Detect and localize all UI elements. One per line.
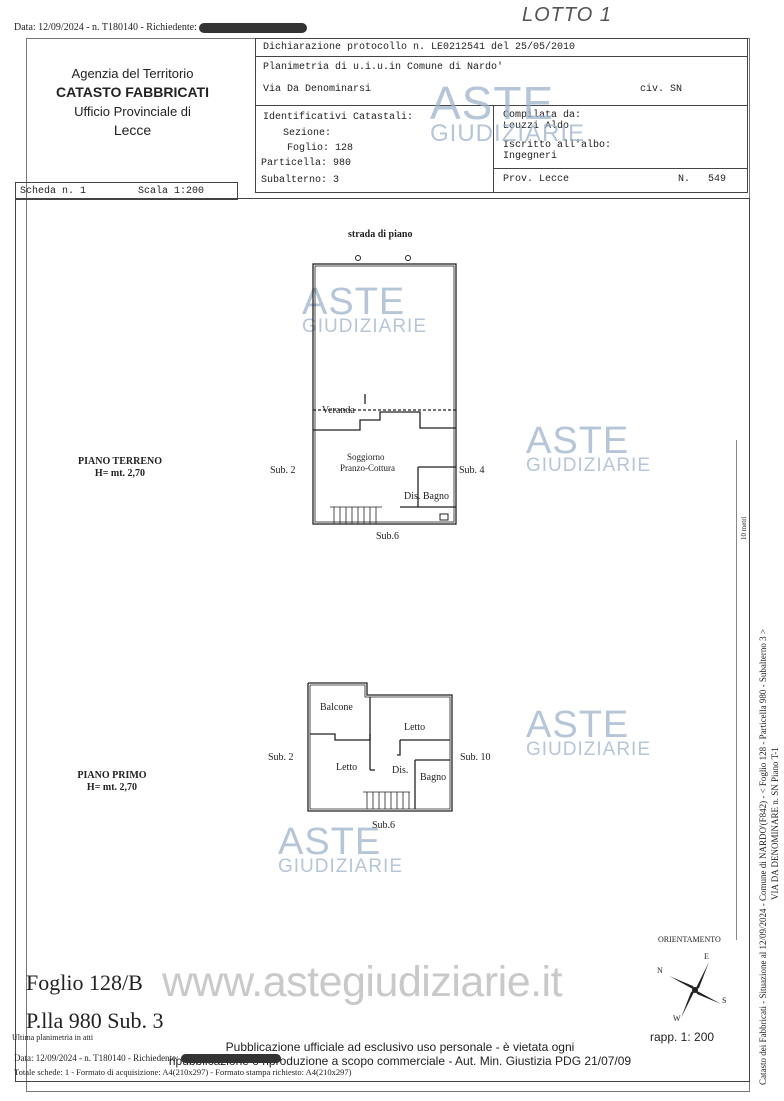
room-bagno: Bagno [420, 772, 447, 783]
compilata-name: Leuzzi Aldo [503, 121, 570, 132]
primo-title: PIANO PRIMO [77, 770, 147, 781]
declaration-box [255, 38, 748, 193]
ground-sub2: Sub. 2 [270, 465, 296, 476]
terreno-height: H= mt. 2,70 [94, 468, 146, 479]
watermark-plan-2: ASTE GIUDIZIARIE [526, 422, 651, 475]
footer-date-line: Data: 12/09/2024 - n. T180140 - Richiede… [14, 1053, 281, 1064]
orientamento-label: ORIENTAMENTO [658, 935, 721, 944]
wm-giud-4: GIUDIZIARIE [526, 739, 652, 760]
wm-aste-1: ASTE [430, 77, 555, 129]
strada-label: strada di piano [348, 229, 413, 240]
room-dis: Dis. [392, 765, 409, 776]
protocollo-text: Dichiarazione protocollo n. LE0212541 de… [263, 42, 576, 53]
side-text-1: Catasto dei Fabbricati - Situazione al 1… [758, 629, 768, 1085]
ground-sub4: Sub. 4 [459, 465, 485, 476]
piano-terreno-label: PIANO TERRENO H= mt. 2,70 [60, 456, 180, 480]
scala-label: Scala 1:200 [138, 186, 205, 197]
scheda-label: Scheda n. 1 [20, 186, 87, 197]
ufficio-label: Ufficio Provinciale di [74, 104, 191, 119]
compass-s: S [722, 996, 727, 1005]
rapp-scale: rapp. 1: 200 [650, 1030, 715, 1044]
room-disbagno: Dis. Bagno [404, 491, 449, 502]
side-small: 10 metri [740, 516, 748, 540]
via-text: Via Da Denominarsi [263, 84, 372, 95]
room-balcone: Balcone [320, 702, 353, 713]
agency-name: Agenzia del Territorio [71, 66, 194, 81]
first-sub10: Sub. 10 [460, 752, 491, 763]
side-rule [736, 440, 737, 940]
publication-notice: Pubblicazione ufficiale ad esclusivo uso… [160, 1040, 640, 1068]
wm-giud-2: GIUDIZIARIE [302, 316, 428, 337]
wm-aste-3: ASTE [526, 420, 630, 462]
agency-block: Agenzia del Territorio CATASTO FABBRICAT… [40, 64, 225, 140]
wm-giud-5: GIUDIZIARIE [278, 856, 404, 877]
side-text-2: VIA DA DENOMINARE n. SN Piano T-1 [770, 747, 780, 900]
foglio-text: Foglio: 128 [287, 143, 354, 154]
watermark-plan-1: ASTE GIUDIZIARIE [302, 283, 427, 336]
footer-date-text: Data: 12/09/2024 - n. T180140 - Richiede… [14, 1053, 179, 1063]
ident-title: Identificativi Catastali: [263, 112, 414, 123]
watermark-plan-3: ASTE GIUDIZIARIE [526, 706, 651, 759]
ground-floor-plan [312, 255, 457, 525]
scheda-box [15, 182, 238, 200]
compass-rose-icon [669, 962, 721, 1018]
decl-rule-2 [255, 105, 747, 106]
catasto-title: CATASTO FABBRICATI [56, 84, 209, 100]
compass-w: W [673, 1014, 681, 1023]
first-sub6: Sub.6 [372, 820, 396, 831]
subalterno-text: Subalterno: 3 [261, 175, 340, 186]
iscritto-label: Iscritto all'albo: [503, 140, 612, 151]
top-date-line: Data: 12/09/2024 - n. T180140 - Richiede… [14, 22, 308, 33]
footer-foglio: Foglio 128/B [26, 970, 143, 995]
publication-line-2: ripubblicazione o riproduzione a scopo c… [168, 1054, 632, 1068]
compass-e: E [704, 952, 709, 961]
decl-divider [493, 105, 494, 192]
compilata-label: Compilata da: [503, 110, 582, 121]
primo-height: H= mt. 2,70 [86, 782, 138, 793]
site-watermark: www.astegiudiziarie.it [162, 958, 563, 1006]
civ-text: civ. SN [640, 84, 683, 95]
room-letto-1: Letto [404, 722, 426, 733]
compass-n: N [657, 966, 663, 975]
wm-aste-5: ASTE [278, 821, 382, 863]
planimetria-text: Planimetria di u.i.u.in Comune di Nardo' [263, 62, 504, 73]
watermark-plan-4: ASTE GIUDIZIARIE [278, 823, 403, 876]
piano-primo-label: PIANO PRIMO H= mt. 2,70 [52, 770, 172, 794]
wm-giud-1: GIUDIZIARIE [430, 120, 586, 147]
room-veranda: Veranda [322, 405, 355, 416]
footer-redacted [180, 1054, 281, 1064]
wm-giud-3: GIUDIZIARIE [526, 455, 652, 476]
footer-plla: P.lla 980 Sub. 3 [26, 1008, 164, 1033]
decl-rule-1 [255, 56, 747, 57]
first-sub2: Sub. 2 [268, 752, 294, 763]
first-floor-plan [307, 682, 453, 812]
footer-ultima: Ultima planimetria in atti [12, 1033, 94, 1042]
decl-rule-3 [493, 168, 747, 169]
sezione-text: Sezione: [283, 128, 332, 139]
wm-aste-4: ASTE [526, 704, 630, 746]
iscritto-value: Ingegneri [503, 151, 558, 162]
n-value: 549 [708, 174, 727, 185]
footer-totale: Totale schede: 1 - Formato di acquisizio… [14, 1067, 352, 1077]
watermark-header: ASTE GIUDIZIARIE [430, 80, 585, 146]
particella-text: Particella: 980 [261, 158, 352, 169]
room-letto-2: Letto [336, 762, 358, 773]
handwritten-lotto: LOTTO 1 [522, 4, 612, 26]
room-pranzo: Pranzo-Cottura [340, 463, 395, 473]
drawing-frame [15, 198, 750, 1082]
ground-sub6: Sub.6 [376, 531, 400, 542]
wm-aste-2: ASTE [302, 281, 406, 323]
room-soggiorno: Soggiorno [347, 452, 385, 462]
n-label: N. [678, 174, 691, 185]
terreno-title: PIANO TERRENO [78, 456, 162, 467]
prov-text: Prov. Lecce [503, 174, 570, 185]
ufficio-city: Lecce [113, 122, 152, 138]
redacted-requester [199, 22, 308, 33]
publication-line-1: Pubblicazione ufficiale ad esclusivo uso… [225, 1040, 575, 1054]
top-date-text: Data: 12/09/2024 - n. T180140 - Richiede… [14, 22, 197, 33]
